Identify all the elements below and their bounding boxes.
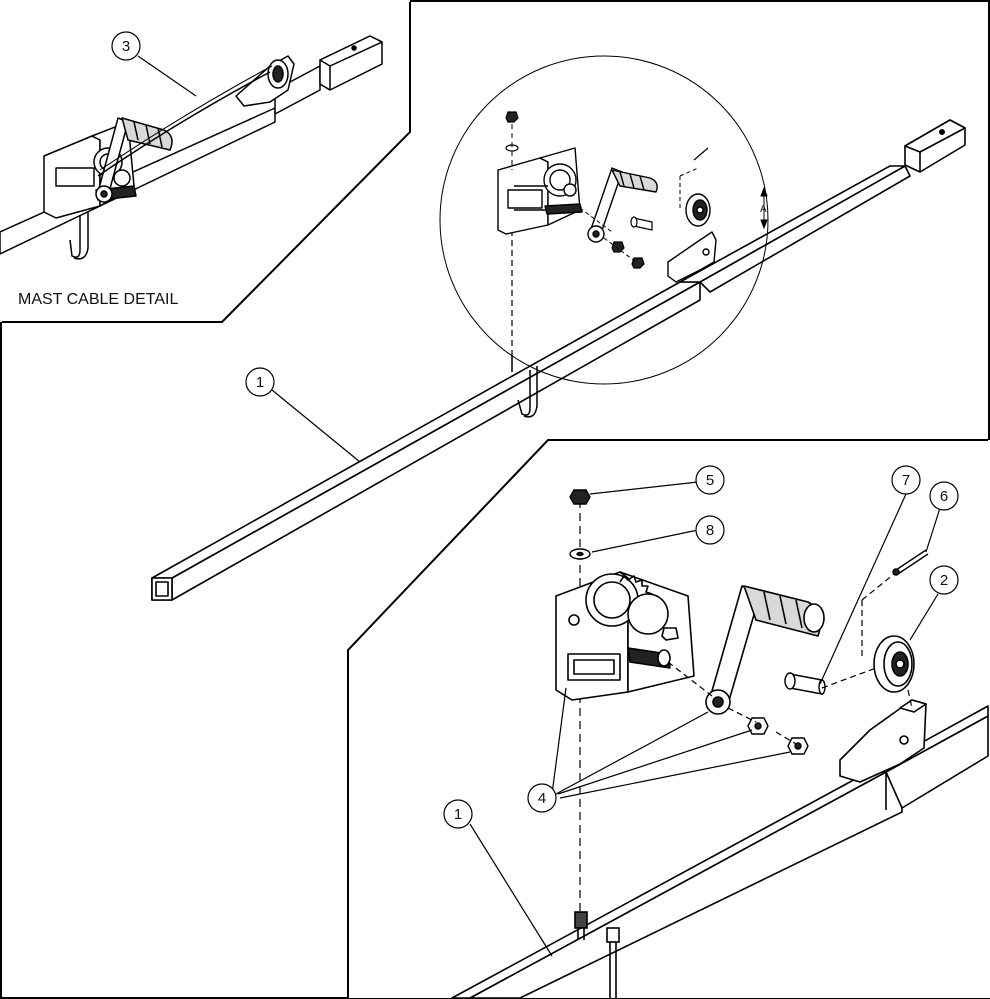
dimension-a	[760, 186, 768, 230]
crank-small	[587, 167, 658, 243]
nut-small	[505, 111, 519, 152]
callout-8: 8	[695, 515, 725, 545]
callout-7-label: 7	[902, 472, 910, 489]
callout-5: 5	[695, 465, 725, 495]
callout-1-lower-label: 1	[454, 806, 462, 823]
callout-8-label: 8	[706, 522, 714, 539]
cable	[97, 71, 271, 177]
callout-3-label: 3	[122, 38, 130, 55]
nuts-4	[747, 717, 809, 755]
u-bolt-main	[511, 356, 538, 418]
callout-1-main: 1	[245, 367, 275, 397]
winch-small	[497, 147, 583, 235]
mast-cable-detail-label: MAST CABLE DETAIL	[18, 291, 178, 308]
callout-4-label: 4	[538, 790, 546, 807]
pulley-2	[873, 635, 915, 693]
callout-6-label: 6	[940, 488, 948, 505]
winch-large	[555, 571, 695, 701]
callout-3: 3	[111, 31, 141, 61]
pin-small	[630, 147, 709, 231]
callout-4: 4	[527, 783, 557, 813]
dimension-a-label: A	[760, 204, 767, 215]
detail-circle	[439, 55, 769, 385]
washer-8	[569, 548, 591, 560]
callout-2: 2	[929, 565, 959, 595]
leader-lines-main	[137, 55, 361, 463]
detail-dashes	[579, 167, 699, 263]
nut-5	[569, 489, 591, 505]
callout-6: 6	[929, 481, 959, 511]
cotter-pin-6	[892, 549, 929, 576]
nuts-small	[611, 241, 645, 269]
leader-lines-lower	[469, 481, 941, 957]
callout-1-lower: 1	[443, 799, 473, 829]
callout-5-label: 5	[706, 472, 714, 489]
bracket-small	[667, 231, 717, 283]
mast-tube-lower	[451, 705, 989, 999]
exploded-dashes	[667, 573, 913, 745]
mast-cable-detail-panel: MAST CABLE DETAIL	[0, 0, 411, 323]
callout-7: 7	[891, 465, 921, 495]
u-bolt-lower	[574, 911, 620, 998]
callout-2-label: 2	[940, 572, 948, 589]
exploded-view-panel	[347, 439, 990, 999]
mast-tube-main	[151, 119, 966, 601]
pin-7	[784, 672, 826, 695]
callout-1-main-label: 1	[256, 374, 264, 391]
pulley-small	[685, 193, 711, 227]
mounting-bracket	[839, 699, 927, 783]
